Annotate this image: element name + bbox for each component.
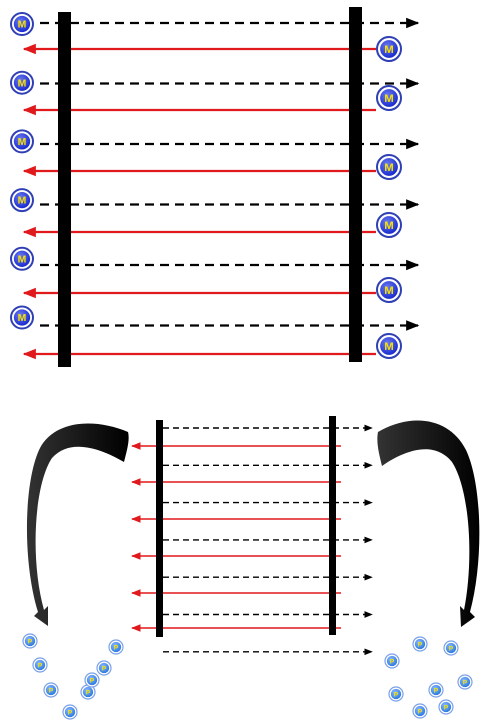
p-badge-icon: P — [23, 634, 37, 648]
badge-letter: M — [18, 78, 27, 89]
p-badge-icon: P — [63, 705, 77, 719]
m-badge-icon: M — [11, 189, 33, 211]
m-badge-icon: M — [377, 86, 401, 110]
p-badge-icon: P — [33, 658, 47, 672]
curved-arrow-right — [377, 420, 479, 627]
badge-letter: P — [49, 687, 54, 694]
right-barrier-bar — [349, 7, 362, 362]
m-badge-icon: M — [11, 13, 33, 35]
badge-letter: M — [384, 93, 394, 105]
badge-letter: P — [90, 677, 95, 684]
p-badge-icon: P — [458, 675, 472, 689]
badge-letter: M — [384, 44, 394, 56]
badge-letter: P — [28, 638, 33, 645]
m-badge-icon: M — [11, 248, 33, 270]
badge-letter: M — [18, 137, 27, 148]
p-badge-icon: P — [97, 661, 111, 675]
m-badge-icon: M — [11, 130, 33, 152]
badge-letter: P — [38, 662, 43, 669]
right-barrier-bar — [329, 416, 336, 635]
badge-letter: M — [18, 254, 27, 265]
left-barrier-bar — [156, 420, 163, 637]
p-badge-icon: P — [413, 704, 427, 718]
badge-letter: P — [434, 687, 439, 694]
p-badge-icon: P — [413, 637, 427, 651]
m-badge-icon: M — [377, 155, 401, 179]
bottom-bar-group — [156, 416, 336, 637]
m-badge-icon: M — [377, 278, 401, 302]
badge-letter: P — [114, 644, 119, 651]
top-panel: M M M M M M M M M M M M — [11, 7, 418, 367]
badge-letter: P — [68, 709, 73, 716]
p-badge-icon: P — [429, 683, 443, 697]
m-badge-icon: M — [11, 307, 33, 329]
badge-letter: P — [394, 691, 399, 698]
p-badge-icon: P — [439, 700, 453, 714]
top-bar-group — [58, 7, 362, 367]
curved-arrow-left — [27, 424, 129, 626]
m-badge-icon: M — [377, 213, 401, 237]
p-badge-icon: P — [385, 654, 399, 668]
badge-letter: P — [444, 704, 449, 711]
badge-letter: M — [384, 162, 394, 174]
left-barrier-bar — [58, 12, 71, 367]
badge-letter: P — [390, 658, 395, 665]
p-badge-icon: P — [389, 687, 403, 701]
badge-letter: P — [102, 665, 107, 672]
badge-letter: M — [18, 313, 27, 324]
badge-letter: M — [18, 20, 27, 31]
badge-letter: M — [384, 220, 394, 232]
badge-letter: P — [418, 708, 423, 715]
badge-letter: M — [18, 196, 27, 207]
m-badge-icon: M — [377, 37, 401, 61]
badge-letter: M — [384, 285, 394, 297]
curved-arrow-group — [27, 420, 479, 627]
p-badge-icon: P — [44, 683, 58, 697]
m-badge-icon: M — [11, 72, 33, 94]
badge-letter: M — [384, 341, 394, 353]
badge-letter: P — [449, 645, 454, 652]
m-badge-icon: M — [377, 334, 401, 358]
badge-letter: P — [463, 679, 468, 686]
p-badge-icon: P — [444, 641, 458, 655]
p-badge-icon: P — [109, 640, 123, 654]
p-badge-icon: P — [85, 673, 99, 687]
badge-letter: P — [418, 641, 423, 648]
badge-letter: P — [86, 689, 91, 696]
